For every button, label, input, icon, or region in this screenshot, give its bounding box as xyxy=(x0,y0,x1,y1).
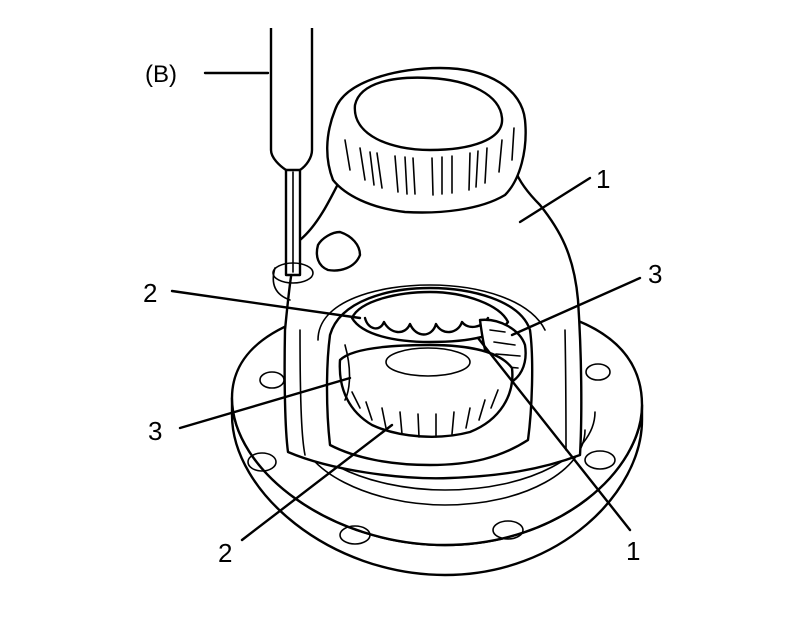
side-gear-upper xyxy=(350,290,510,344)
bolt-hole xyxy=(247,452,277,472)
bolt-hole xyxy=(339,525,371,545)
callout-gear-upper: 2 xyxy=(143,278,157,308)
callout-case-top: 1 xyxy=(596,164,610,194)
bolt-hole xyxy=(584,450,616,470)
pin-punch-tool xyxy=(269,28,314,301)
tool-label: (B) xyxy=(145,61,177,88)
callout-case-bottom: 1 xyxy=(626,536,640,566)
callout-gear-lower: 2 xyxy=(218,538,232,568)
callout-pinion-right: 3 xyxy=(648,259,662,289)
bolt-hole xyxy=(492,520,524,540)
top-bearing xyxy=(326,66,527,214)
pinion-gear-left xyxy=(338,343,514,438)
callout-pinion-left: 3 xyxy=(148,416,162,446)
bolt-hole xyxy=(585,363,611,381)
leader-lines xyxy=(170,71,642,542)
